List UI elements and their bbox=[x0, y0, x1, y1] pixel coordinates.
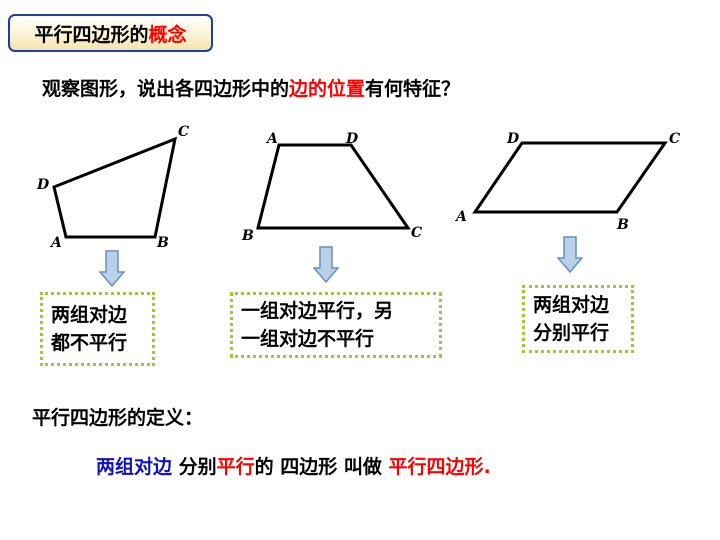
slide-title: 平行四边形的概念 bbox=[8, 14, 213, 52]
caption-line: 一组对边平行，另 bbox=[241, 300, 394, 322]
title-text: 平行四边形的 bbox=[34, 23, 149, 46]
fig3-label-c: C bbox=[669, 131, 680, 147]
parallelogram bbox=[472, 141, 668, 214]
caption-line: 两组对边 bbox=[533, 294, 610, 316]
caption-line: 分别平行 bbox=[533, 322, 610, 344]
definition-label: 平行四边形的定义： bbox=[32, 407, 204, 429]
trapezoid bbox=[256, 143, 411, 230]
definition-part4: 的 四边形 叫做 bbox=[254, 456, 389, 478]
fig3-label-b: B bbox=[616, 217, 629, 233]
definition-text: 两组对边 分别平行的 四边形 叫做 平行四边形. bbox=[96, 452, 491, 479]
fig3-label-a: A bbox=[454, 209, 467, 225]
fig2-label-d: D bbox=[345, 131, 359, 147]
caption-box-3: 两组对边 分别平行 bbox=[522, 285, 634, 353]
question-part3: 有何特征？ bbox=[365, 78, 461, 100]
definition-term: 平行四边形. bbox=[388, 456, 491, 478]
caption-box-2: 一组对边平行，另 一组对边不平行 bbox=[230, 292, 442, 358]
fig3-label-d: D bbox=[506, 131, 520, 147]
fig2-label-c: C bbox=[411, 225, 422, 241]
down-arrow-icon bbox=[99, 250, 125, 288]
fig1-label-c: C bbox=[178, 124, 189, 140]
fig1-label-b: B bbox=[156, 235, 169, 251]
fig2-label-a: A bbox=[265, 131, 278, 147]
title-highlight: 概念 bbox=[148, 23, 187, 46]
fig1-label-d: D bbox=[36, 177, 50, 193]
caption-line: 一组对边不平行 bbox=[241, 328, 375, 350]
fig1-label-a: A bbox=[49, 235, 62, 251]
down-arrow-icon bbox=[557, 236, 583, 274]
caption-line: 都不平行 bbox=[51, 332, 128, 354]
definition-part2: 分别 bbox=[172, 456, 217, 478]
fig2-label-b: B bbox=[241, 228, 254, 244]
quadrilateral-1 bbox=[52, 136, 178, 239]
question-text: 观察图形，说出各四边形中的边的位置有何特征？ bbox=[42, 74, 460, 101]
down-arrow-icon bbox=[313, 246, 339, 284]
question-highlight: 边的位置 bbox=[289, 78, 366, 100]
caption-box-1: 两组对边 都不平行 bbox=[40, 292, 155, 366]
caption-line: 两组对边 bbox=[51, 304, 128, 326]
definition-part1: 两组对边 bbox=[96, 456, 173, 478]
definition-part3: 平行 bbox=[216, 456, 255, 478]
question-part1: 观察图形，说出各四边形中的 bbox=[42, 78, 290, 100]
